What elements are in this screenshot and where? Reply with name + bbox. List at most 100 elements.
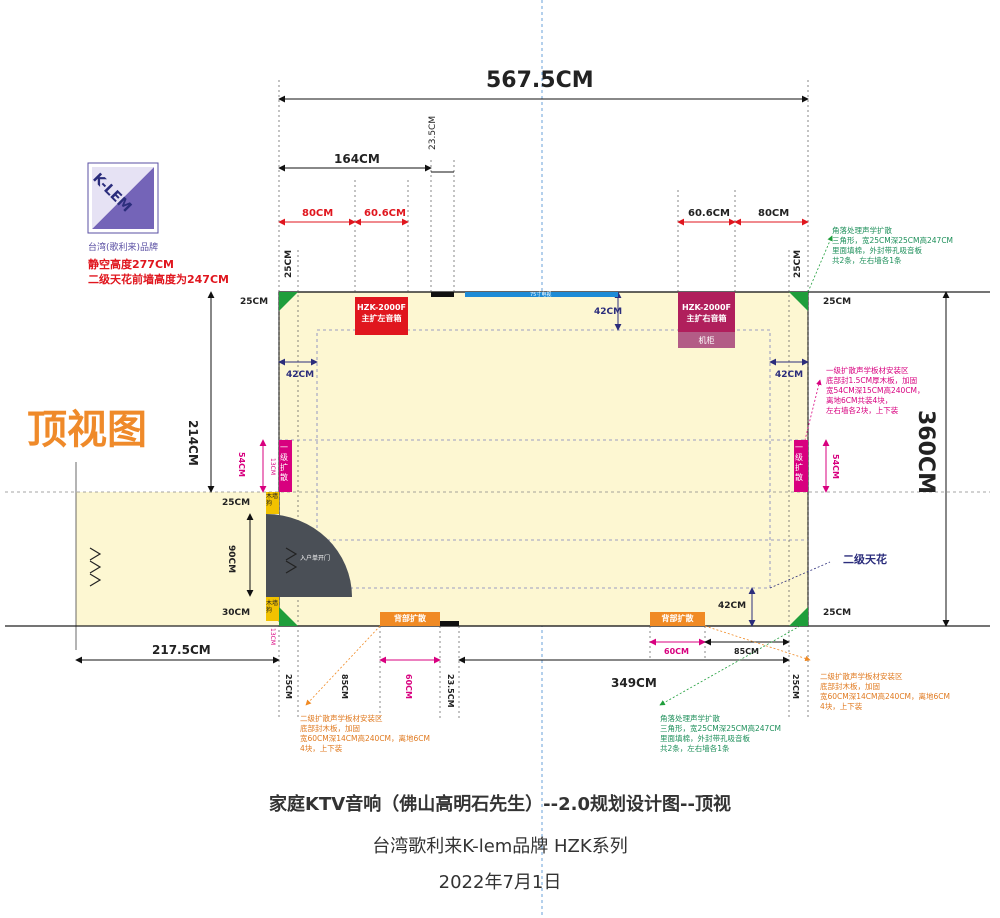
note-diffuser1-line: 左右墙各2块，上下装 xyxy=(826,406,899,415)
dim-25-top-right-label: 25CM xyxy=(793,249,803,278)
footer-title: 家庭KTV音响（佛山高明石先生）--2.0规划设计图--顶视 xyxy=(269,794,731,815)
note-rear-right-line: 4块，上下装 xyxy=(820,702,863,711)
dim-85-bottom-label: 85CM xyxy=(734,647,759,656)
note-corner-top-line: 三角形，宽25CM深25CM高247CM xyxy=(832,236,954,245)
note-height-1: 静空高度277CM xyxy=(88,258,174,271)
dim-349-label: 349CM xyxy=(611,676,657,690)
dim-2175-label: 217.5CM xyxy=(152,643,211,657)
tv-label: 75寸电视 xyxy=(530,292,552,298)
diffuser-left xyxy=(279,440,292,492)
dim-54-left-label: 54CM xyxy=(237,452,246,477)
back-diffuser-left-label: 背部扩散 xyxy=(394,614,426,623)
dim-42-left-label: 42CM xyxy=(286,370,315,380)
entrance-area xyxy=(76,492,279,626)
dim-30-label: 30CM xyxy=(222,608,251,618)
note-corner-top-line: 角落处理声学扩散 xyxy=(832,226,892,235)
dim-85-v-label: 85CM xyxy=(340,674,349,699)
dim-13-top-label: 13CM xyxy=(269,458,276,476)
note-diffuser1-line: 宽54CM深15CM高240CM， xyxy=(826,386,925,395)
inner-guides xyxy=(279,329,808,589)
klem-logo xyxy=(87,162,159,234)
door-wall-top-label: 木墙狗 xyxy=(266,493,279,507)
note-corner-top-line: 共2条，左右墙各1条 xyxy=(832,256,902,265)
corner-diffuser-bl xyxy=(279,607,298,626)
corner-diffuser-tr xyxy=(789,292,808,311)
entry-arrows-icon xyxy=(89,547,298,587)
back-diffuser-right-label: 背部扩散 xyxy=(661,614,694,623)
speaker-left-model: HZK-2000F xyxy=(356,303,407,312)
note-diffuser1-line: 底部封1.5CM厚木板，加固 xyxy=(826,376,918,385)
logo-text: K-LEM xyxy=(89,170,135,216)
dim-25-row-right-label: 25CM xyxy=(823,297,852,307)
diffuser-left-label: 一级扩散 xyxy=(280,443,288,482)
note-rear-left-line: 4块，上下装 xyxy=(300,744,343,753)
dim-164-label: 164CM xyxy=(334,152,380,166)
note-corner-bottom-line: 里面填棉，外封带孔吸音板 xyxy=(660,734,750,743)
ceiling2-label: 二级天花 xyxy=(843,553,887,566)
back-diffuser-left xyxy=(380,612,440,626)
note-corner-bottom: 角落处理声学扩散 三角形，宽25CM深25CM高247CM 里面填棉，外封带孔吸… xyxy=(660,714,781,754)
diffuser-right-label: 一级扩散 xyxy=(795,443,803,482)
note-rear-left-line: 底部封木板，加固 xyxy=(300,724,360,733)
pillar-bottom xyxy=(440,621,459,626)
note-corner-top: 角落处理声学扩散 三角形，宽25CM深25CM高247CM 里面填棉，外封带孔吸… xyxy=(832,226,953,266)
note-corner-bottom-line: 角落处理声学扩散 xyxy=(660,714,720,723)
dim-42-right-label: 42CM xyxy=(775,370,804,380)
dim-13-bottom-label: 13CM xyxy=(269,628,276,646)
dim-80-right-label: 80CM xyxy=(758,208,790,219)
note-rear-left: 二级扩散声学板材安装区 底部封木板，加固 宽60CM深14CM高240CM，离地… xyxy=(300,714,430,754)
view-title: 顶视图 xyxy=(27,407,147,453)
dim-90-label: 90CM xyxy=(226,545,236,574)
footer-date: 2022年7月1日 xyxy=(438,872,562,893)
dim-42-bottom-label: 42CM xyxy=(718,601,747,611)
note-corner-bottom-line: 共2条，左右墙各1条 xyxy=(660,744,730,753)
note-rear-right-line: 底部封木板，加固 xyxy=(820,682,880,691)
dim-25-b1-label: 25CM xyxy=(284,674,293,699)
door-label: 入户单开门 xyxy=(300,555,331,562)
note-diffuser1-line: 一级扩散声学板材安装区 xyxy=(826,366,909,375)
dim-80-left-label: 80CM xyxy=(302,208,334,219)
note-corner-top-line: 里面填棉，外封带孔吸音板 xyxy=(832,246,922,255)
dim-214-label: 214CM xyxy=(186,420,200,466)
speaker-right xyxy=(678,292,735,332)
speaker-left-label: HZK-2000F 主扩左音箱 xyxy=(355,302,408,324)
height-360-label: 360CM xyxy=(913,410,938,494)
speaker-left xyxy=(355,297,408,335)
leader-lines xyxy=(305,235,833,706)
dim-54-right-label: 54CM xyxy=(831,454,840,479)
dim-60-v-label: 60CM xyxy=(404,674,413,699)
note-diffuser1-line: 离地6CM共装4块， xyxy=(826,396,893,405)
logo-sub: 台湾(歌利来)品牌 xyxy=(88,243,159,253)
dim-60-bottom-label: 60CM xyxy=(664,647,689,656)
note-height-2: 二级天花前墙高度为247CM xyxy=(88,273,229,286)
dim-235-top-label: 23.5CM xyxy=(428,115,438,150)
speaker-right-name: 主扩右音箱 xyxy=(686,314,727,323)
dim-606-left-label: 60.6CM xyxy=(364,208,406,219)
note-corner-bottom-line: 三角形，宽25CM深25CM高247CM xyxy=(660,724,782,733)
speaker-right-model: HZK-2000F xyxy=(681,303,732,312)
dim-25-bottom-right-label: 25CM xyxy=(823,608,852,618)
extension-lines xyxy=(278,80,809,720)
cabinet-label: 机柜 xyxy=(698,336,715,345)
pillar-top xyxy=(431,292,454,297)
note-rear-right-line: 宽60CM深14CM高240CM，离地6CM xyxy=(820,692,951,701)
diffuser-right xyxy=(794,440,808,492)
speaker-left-name: 主扩左音箱 xyxy=(361,314,402,323)
dim-25-top-left-label: 25CM xyxy=(284,249,294,278)
dim-25-b2-label: 25CM xyxy=(791,674,800,699)
note-rear-left-line: 二级扩散声学板材安装区 xyxy=(300,714,383,723)
speaker-right-label: HZK-2000F 主扩右音箱 xyxy=(678,302,735,324)
total-width-label: 567.5CM xyxy=(486,68,594,93)
door-wall-top xyxy=(266,492,279,514)
back-diffuser-right xyxy=(650,612,705,626)
dim-235-v-label: 23.5CM xyxy=(446,674,455,708)
tv-bar xyxy=(465,292,618,297)
dim-606-right-label: 60.6CM xyxy=(688,208,730,219)
door-wall-bottom xyxy=(266,597,279,621)
note-diffuser1: 一级扩散声学板材安装区 底部封1.5CM厚木板，加固 宽54CM深15CM高24… xyxy=(826,366,925,416)
cabinet xyxy=(678,332,735,348)
door-swing xyxy=(266,514,352,597)
note-rear-right: 二级扩散声学板材安装区 底部封木板，加固 宽60CM深14CM高240CM，离地… xyxy=(820,672,950,712)
